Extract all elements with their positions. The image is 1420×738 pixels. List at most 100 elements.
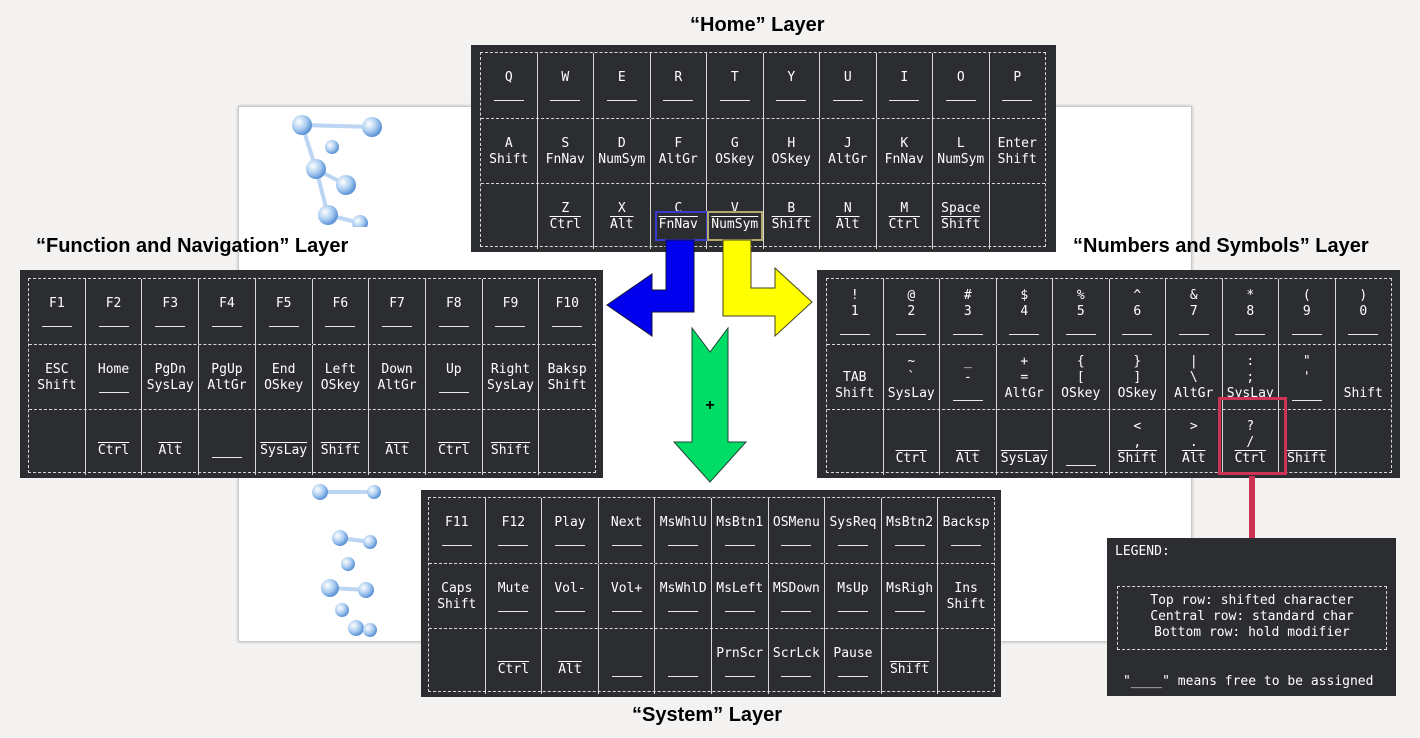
- key-modifier-label: [1009, 332, 1040, 335]
- key: MsLeft: [710, 564, 768, 629]
- key: "': [1278, 345, 1335, 410]
- key-modifier-label: [155, 324, 186, 327]
- key-label: 0: [1359, 304, 1368, 319]
- key-label: MsBtn1: [716, 515, 764, 530]
- key-label: TAB: [843, 369, 867, 385]
- key-label: ESC: [45, 361, 69, 377]
- key-shifted-label: }: [1133, 353, 1142, 369]
- key: T: [706, 53, 763, 118]
- key-modifier-label: Ctrl: [497, 661, 530, 677]
- key-label: F5: [275, 296, 292, 311]
- key-shifted-label: >: [1189, 418, 1198, 434]
- key-modifier-label: NumSym: [937, 151, 985, 167]
- key-label: Next: [610, 515, 643, 530]
- fnnav-layer-title: “Function and Navigation” Layer: [36, 235, 349, 257]
- key-label: Right: [490, 361, 531, 377]
- key: |\AltGr: [1165, 345, 1222, 410]
- key-modifier-label: Alt: [610, 216, 634, 232]
- key-modifier-label: [668, 609, 699, 612]
- ctrl-key-highlight: [1218, 397, 1287, 475]
- key: #3: [939, 279, 996, 344]
- key-label: \: [1189, 369, 1198, 385]
- key-label: Vol-: [554, 581, 586, 596]
- key-label: V: [730, 200, 739, 216]
- key-modifier-label: [554, 609, 585, 612]
- key-shifted-label: *: [1246, 288, 1255, 303]
- key-label: F8: [445, 296, 462, 311]
- key-modifier-label: [894, 609, 925, 612]
- key-modifier-label: [663, 98, 694, 101]
- key-label: 7: [1189, 304, 1198, 319]
- key: [429, 629, 485, 694]
- key-shifted-label: ^: [1133, 288, 1142, 303]
- key: (9: [1278, 279, 1335, 344]
- numsym-layer-title: “Numbers and Symbols” Layer: [1073, 235, 1369, 257]
- key: MsUp: [824, 564, 881, 629]
- key-modifier-label: [438, 324, 469, 327]
- key: PrnScr: [710, 629, 768, 694]
- key-modifier-label: Shift: [489, 151, 529, 167]
- key: Pause: [824, 629, 881, 694]
- key-modifier-label: OSkey: [771, 151, 811, 167]
- key-modifier-label: AltGr: [207, 377, 247, 393]
- key-modifier-label: FnNav: [545, 151, 585, 167]
- key-label: ,: [1133, 434, 1142, 450]
- key-modifier-label: [837, 609, 868, 612]
- numsym-key-highlight: [707, 211, 763, 241]
- key-label: =: [1020, 369, 1029, 385]
- key-modifier-label: [832, 98, 863, 101]
- key: Ctrl: [424, 410, 482, 475]
- key: F2: [84, 279, 142, 344]
- key-modifier-label: [611, 674, 642, 677]
- key-label: F: [674, 135, 683, 151]
- key-label: 2: [907, 304, 916, 319]
- key-modifier-label: Ctrl: [438, 442, 470, 458]
- key: Alt: [141, 410, 198, 475]
- key-label: [: [1076, 369, 1085, 385]
- key-label: A: [504, 135, 513, 151]
- key: F10: [538, 279, 595, 344]
- key: MSDown: [767, 564, 825, 629]
- key-modifier-label: [611, 609, 642, 612]
- key-label: Caps: [441, 580, 473, 596]
- key-modifier-label: SysLay: [486, 377, 534, 393]
- legend-line-bottom: Bottom row: hold modifier: [1154, 625, 1350, 640]
- key: [481, 184, 537, 249]
- key-modifier-label: [98, 324, 129, 327]
- key-label: 3: [963, 304, 972, 319]
- key-label: L: [956, 135, 965, 151]
- key-shifted-label: +: [1020, 353, 1029, 369]
- key-modifier-label: [896, 332, 927, 335]
- key-label: Play: [554, 515, 586, 530]
- key: Ctrl: [882, 410, 940, 475]
- key-label: 4: [1020, 304, 1029, 319]
- key-label: F11: [445, 515, 469, 530]
- key-modifier-label: Alt: [558, 661, 582, 677]
- key-modifier-label: [1065, 463, 1096, 466]
- key-modifier-label: [552, 324, 583, 327]
- key-label: N: [843, 200, 852, 216]
- key-modifier-label: Ctrl: [549, 216, 581, 232]
- key: &7: [1165, 279, 1222, 344]
- key-modifier-label: Alt: [385, 442, 409, 458]
- key: OSMenu: [767, 498, 825, 563]
- key-modifier-label: [724, 674, 755, 677]
- key-label: PgDn: [154, 361, 186, 377]
- key: Next: [597, 498, 655, 563]
- key: F12: [484, 498, 542, 563]
- key-label: PrnScr: [716, 646, 764, 661]
- key: F8: [424, 279, 482, 344]
- key-modifier-label: [438, 390, 469, 393]
- key: ScrLck: [767, 629, 825, 694]
